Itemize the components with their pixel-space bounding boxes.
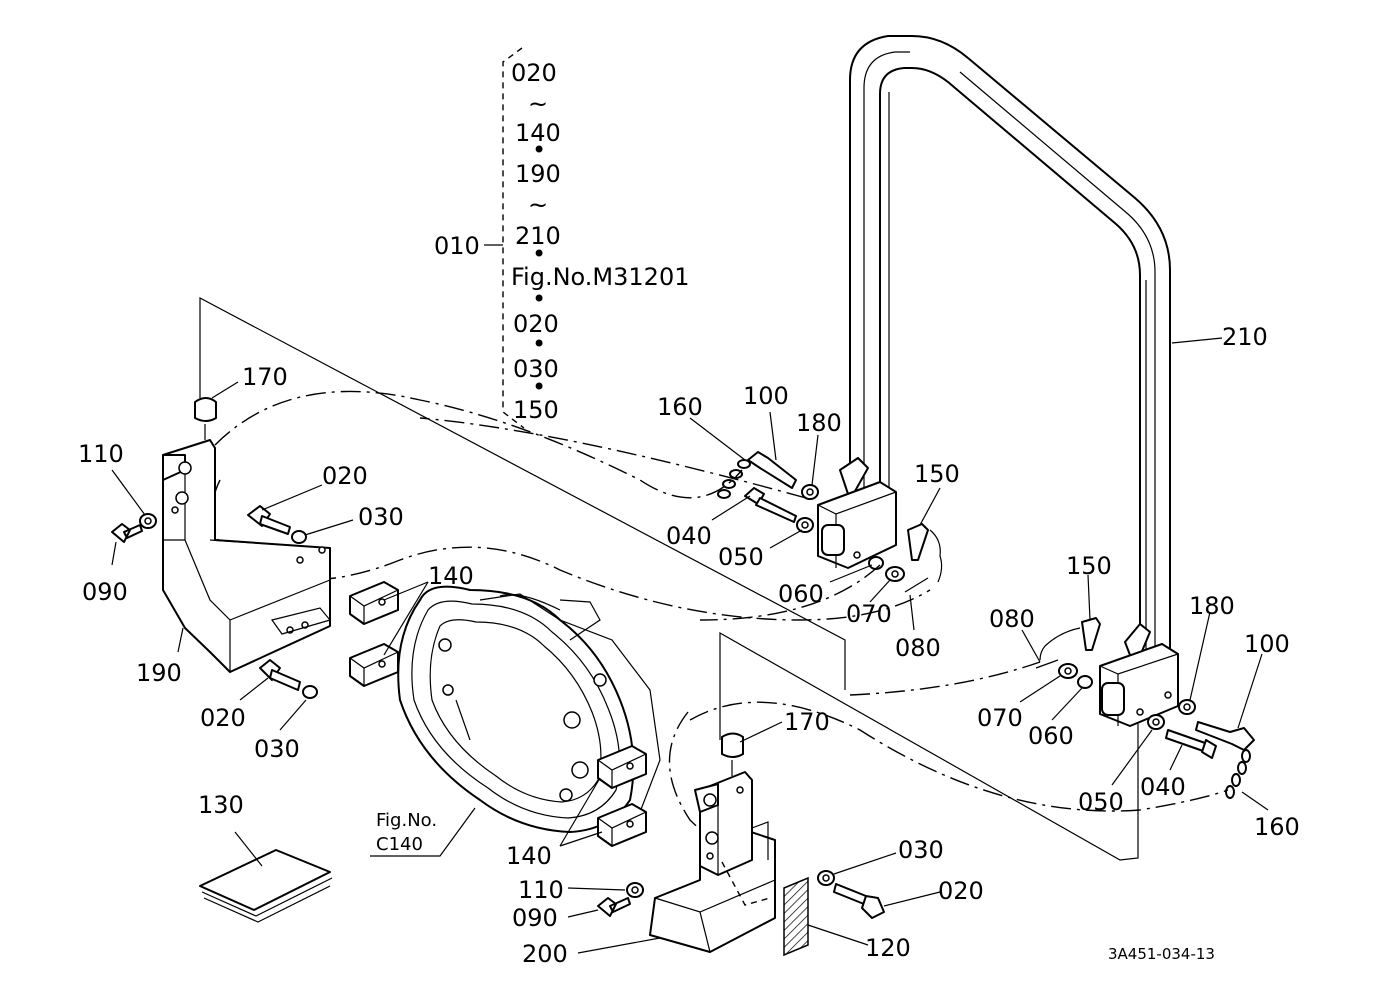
- bolt-020b: [259, 659, 301, 691]
- part-label-170: 170: [242, 363, 288, 391]
- part-label-160: 160: [657, 393, 703, 421]
- part-label-020: 020: [938, 877, 984, 905]
- pin-150a: [907, 523, 943, 583]
- part-label-020: 020: [322, 462, 368, 490]
- part-label-140: 140: [428, 562, 474, 590]
- part-label-100: 100: [1244, 630, 1290, 658]
- svg-text:•: •: [532, 330, 546, 358]
- part-label-090: 090: [82, 578, 128, 606]
- svg-text:•: •: [532, 373, 546, 401]
- part-label-030: 030: [254, 735, 300, 763]
- svg-text:190: 190: [515, 160, 561, 188]
- washer-030a: [291, 530, 307, 544]
- part-label-130: 130: [198, 791, 244, 819]
- svg-text:020: 020: [513, 310, 559, 338]
- bolt-090a: [111, 523, 143, 543]
- bolt-090b: [597, 897, 631, 917]
- clip-080a: [904, 577, 929, 593]
- svg-text:•: •: [532, 285, 546, 313]
- part-label-150: 150: [914, 460, 960, 488]
- part-label-180: 180: [1189, 592, 1235, 620]
- part-label-120: 120: [865, 934, 911, 962]
- part-label-070: 070: [846, 600, 892, 628]
- cap-170b: [721, 732, 744, 776]
- transmission-housing: [397, 585, 661, 833]
- part-label-110: 110: [78, 440, 124, 468]
- part-label-020: 020: [200, 704, 246, 732]
- part-label-210: 210: [1222, 323, 1268, 351]
- svg-text:140: 140: [515, 119, 561, 147]
- part-label-030: 030: [898, 836, 944, 864]
- part-labels: 210 170 110 090 020 030 140 190 020 030 …: [78, 323, 1300, 968]
- part-label-150: 150: [1066, 552, 1112, 580]
- left-bracket-190: [162, 439, 332, 673]
- part-label-160: 160: [1254, 813, 1300, 841]
- spacers-140a: [349, 581, 399, 687]
- upper-hardware: [717, 451, 943, 593]
- part-label-040: 040: [666, 522, 712, 550]
- washer-030b: [302, 685, 318, 699]
- part-label-050: 050: [718, 543, 764, 571]
- bolt-020a: [247, 505, 291, 535]
- svg-text:~: ~: [528, 191, 548, 219]
- leader-lines: [111, 337, 1269, 954]
- figure-ref-line1: Fig.No.: [376, 810, 437, 831]
- assembly-note: 010 020 ~ 140 • 190 ~ 210 • Fig.No.M3120…: [434, 47, 690, 429]
- plate-120: [783, 876, 809, 957]
- part-label-170: 170: [784, 708, 830, 736]
- svg-text:•: •: [532, 136, 546, 164]
- cap-170a: [194, 397, 217, 440]
- part-label-100: 100: [743, 382, 789, 410]
- svg-text:Fig.No.M31201: Fig.No.M31201: [511, 263, 690, 291]
- part-label-090: 090: [512, 904, 558, 932]
- svg-text:210: 210: [515, 222, 561, 250]
- washer-060b: [1077, 675, 1093, 689]
- manual-130: [199, 849, 333, 923]
- chain-160a: [717, 459, 751, 499]
- svg-text:030: 030: [513, 355, 559, 383]
- figure-ref-line2: C140: [376, 834, 423, 855]
- lower-hardware: [1035, 617, 1255, 799]
- svg-text:•: •: [532, 240, 546, 268]
- pin-150b: [1039, 617, 1101, 661]
- part-label-070: 070: [977, 704, 1023, 732]
- chain-160b: [1225, 749, 1251, 799]
- figure-reference: Fig.No. C140: [376, 810, 437, 855]
- part-label-040: 040: [1140, 773, 1186, 801]
- rops-frame: [849, 35, 1171, 663]
- svg-text:150: 150: [513, 396, 559, 424]
- drawing-code: 3A451-034-13: [1108, 945, 1215, 963]
- lower-bracket-200: [649, 771, 776, 953]
- part-label-110: 110: [518, 876, 564, 904]
- part-label-140: 140: [506, 842, 552, 870]
- spacers-140b: [597, 745, 647, 847]
- assembly-ref-label: 010: [434, 232, 480, 260]
- part-label-190: 190: [136, 659, 182, 687]
- rops-lower-bracket: [1099, 623, 1179, 727]
- svg-text:020: 020: [511, 59, 557, 87]
- part-label-030: 030: [358, 503, 404, 531]
- part-label-060: 060: [778, 580, 824, 608]
- clip-080b: [1035, 659, 1059, 669]
- bolt-040b: [1165, 729, 1217, 759]
- washer-060a: [868, 556, 884, 570]
- svg-text:~: ~: [528, 90, 548, 118]
- part-label-080: 080: [895, 634, 941, 662]
- bolt-020c: [833, 883, 885, 919]
- bolt-040a: [744, 487, 797, 523]
- part-label-050: 050: [1078, 788, 1124, 816]
- pin-100a: [747, 451, 797, 489]
- part-label-080: 080: [989, 605, 1035, 633]
- part-label-180: 180: [796, 409, 842, 437]
- part-label-200: 200: [522, 940, 568, 968]
- reference-lines: [199, 297, 1139, 861]
- rops-upper-bracket: [817, 457, 897, 569]
- part-label-060: 060: [1028, 722, 1074, 750]
- pin-100b: [1195, 721, 1255, 751]
